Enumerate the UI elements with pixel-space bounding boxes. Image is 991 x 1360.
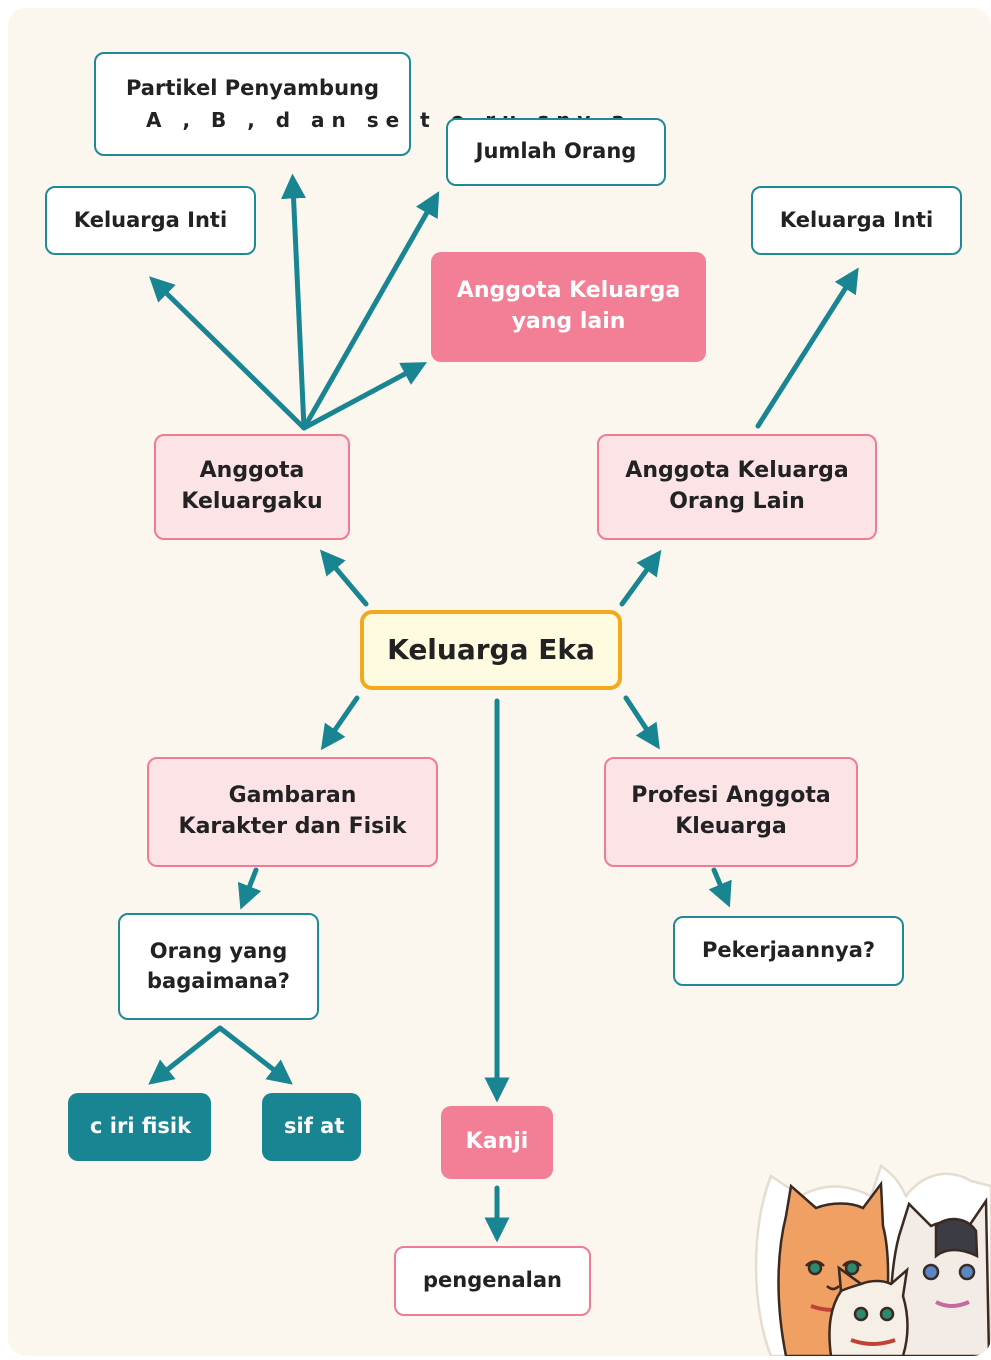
partikel-title: Partikel Penyambung [125, 76, 380, 101]
node-keluarga-inti-left: Keluarga Inti [45, 186, 256, 255]
arrow-to-ciri-fisik [148, 1025, 223, 1085]
node-partikel-penyambung: Partikel Penyambung A , B , d an se t e … [94, 52, 625, 156]
arrow-to-partikel [281, 173, 307, 431]
cats-illustration [754, 1164, 991, 1356]
arrow-to-orang-yang [237, 867, 262, 910]
arrow-to-anggota-keluargaku [319, 549, 369, 607]
arrow-to-anggota-orang-lain [619, 549, 662, 607]
node-kanji: Kanji [441, 1106, 553, 1179]
node-anggota-keluargaku: Anggota Keluargaku [154, 434, 350, 540]
arrow-to-gambaran [320, 695, 360, 751]
arrow-to-keluarga-inti-right [755, 267, 859, 429]
mind-map-canvas: Partikel Penyambung A , B , d an se t e … [8, 8, 991, 1356]
node-keluarga-inti-right: Keluarga Inti [751, 186, 962, 255]
center-title: Keluarga Eka [387, 633, 595, 667]
arrow-to-sifat [217, 1025, 293, 1085]
arrow-to-jumlah-orang [301, 191, 440, 431]
arrow-to-keluarga-inti [149, 276, 307, 431]
node-sifat: sif at [262, 1093, 361, 1161]
node-keluarga-eka-center: Keluarga Eka [360, 610, 622, 690]
node-pekerjaannya: Pekerjaannya? [673, 916, 904, 986]
node-jumlah-orang: Jumlah Orang [446, 118, 666, 186]
node-pengenalan: pengenalan [394, 1246, 591, 1316]
node-ciri-fisik: c iri fisik [68, 1093, 211, 1161]
node-anggota-keluarga-orang-lain: Anggota Keluarga Orang Lain [597, 434, 877, 540]
node-profesi-anggota: Profesi Anggota Kleuarga [604, 757, 858, 867]
arrow-to-pekerjaan [708, 867, 732, 908]
node-anggota-keluarga-lain: Anggota Keluarga yang lain [431, 252, 706, 362]
node-orang-yang-bagaimana: Orang yang bagaimana? [118, 913, 319, 1020]
arrow-to-anggota-lain [301, 362, 428, 431]
connector-arrows [148, 173, 859, 1243]
arrow-to-profesi [623, 695, 660, 750]
node-gambaran-karakter: Gambaran Karakter dan Fisik [147, 757, 438, 867]
